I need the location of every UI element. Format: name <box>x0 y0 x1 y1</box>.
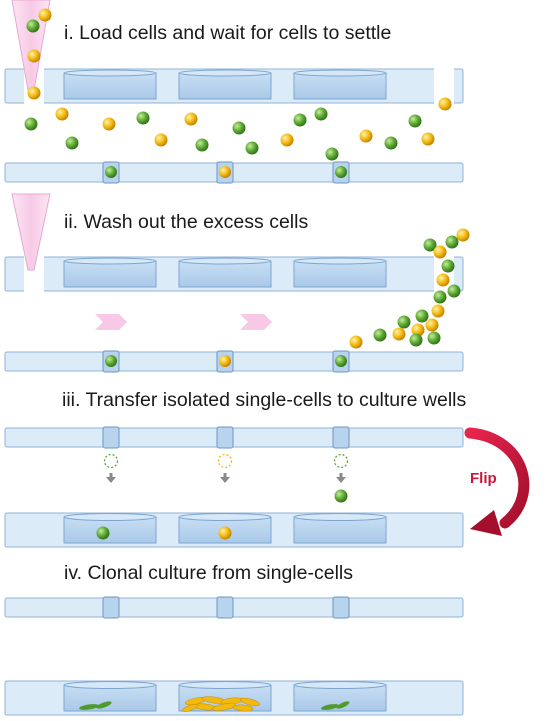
culture-well <box>63 513 157 544</box>
culture-well <box>293 513 387 544</box>
flip-arrow-icon <box>464 427 530 536</box>
yellow-cell <box>219 355 231 367</box>
trap <box>216 426 234 449</box>
green-cell <box>408 114 422 128</box>
green-cell <box>441 259 455 273</box>
flip-label: Flip <box>470 470 497 487</box>
outlet-gap <box>434 66 454 106</box>
yellow-cell <box>438 97 452 111</box>
green-cell <box>24 117 38 131</box>
green-cell <box>293 113 307 127</box>
green-cell <box>26 19 40 33</box>
empty-trap-outline <box>333 453 349 469</box>
green-cell <box>232 121 246 135</box>
trap <box>332 426 350 449</box>
yellow-cell <box>411 323 425 337</box>
step-2-title: ii. Wash out the excess cells <box>64 211 309 233</box>
green-cell <box>373 328 387 342</box>
yellow-cell <box>392 327 406 341</box>
yellow-cell <box>456 228 470 242</box>
yellow-cell <box>349 335 363 349</box>
trap <box>102 596 120 619</box>
yellow-cell <box>218 526 232 540</box>
down-arrow-icon <box>106 473 116 483</box>
step-3-title: iii. Transfer isolated single-cells to c… <box>62 389 467 411</box>
flow-arrow <box>95 314 127 330</box>
green-cell <box>335 355 347 367</box>
step-1-title: i. Load cells and wait for cells to sett… <box>64 22 392 44</box>
green-cell <box>447 284 461 298</box>
step-3-group <box>4 426 530 548</box>
yellow-cell <box>359 129 373 143</box>
green-cell <box>397 315 411 329</box>
green-cell <box>415 309 429 323</box>
culture-well <box>178 69 272 100</box>
trap-channel <box>4 597 464 618</box>
empty-trap-outline <box>103 453 119 469</box>
trap <box>216 596 234 619</box>
yellow-cell <box>184 112 198 126</box>
green-cell <box>325 147 339 161</box>
trap <box>102 426 120 449</box>
yellow-cell <box>433 245 447 259</box>
yellow-cell <box>27 49 41 63</box>
green-cell <box>105 166 117 178</box>
step-1-group <box>4 0 464 184</box>
green-cell <box>195 138 209 152</box>
trap-channel <box>4 351 464 372</box>
green-cell <box>445 235 459 249</box>
green-cell <box>245 141 259 155</box>
green-cell <box>409 333 423 347</box>
step-4-group <box>4 596 464 716</box>
green-cell <box>335 166 347 178</box>
trap <box>332 596 350 619</box>
culture-well <box>293 257 387 288</box>
green-cell <box>96 526 110 540</box>
empty-trap-outline <box>217 453 233 469</box>
step-4-title: iv. Clonal culture from single-cells <box>64 562 353 584</box>
green-cell <box>314 107 328 121</box>
green-colony <box>79 701 112 710</box>
yellow-cell <box>27 86 41 100</box>
down-arrow-icon <box>336 473 346 483</box>
flow-arrow <box>240 314 272 330</box>
green-colony <box>321 701 350 710</box>
yellow-cell <box>102 117 116 131</box>
green-cell <box>334 489 348 503</box>
trap-channel <box>4 427 464 448</box>
green-cell <box>423 238 437 252</box>
down-arrow-icon <box>220 473 230 483</box>
yellow-cell <box>55 107 69 121</box>
yellow-cell <box>280 133 294 147</box>
green-cell <box>136 111 150 125</box>
yellow-colony <box>182 696 260 712</box>
green-cell <box>65 136 79 150</box>
green-cell <box>384 136 398 150</box>
culture-well <box>178 257 272 288</box>
yellow-cell <box>436 273 450 287</box>
green-cell <box>427 331 441 345</box>
yellow-cell <box>154 133 168 147</box>
yellow-cell <box>421 132 435 146</box>
trap-channel <box>4 162 464 183</box>
green-cell <box>433 290 447 304</box>
yellow-cell <box>219 166 231 178</box>
culture-well <box>63 681 157 712</box>
culture-well <box>293 69 387 100</box>
yellow-cell <box>38 8 52 22</box>
culture-well <box>63 69 157 100</box>
yellow-cell <box>425 318 439 332</box>
green-cell <box>105 355 117 367</box>
yellow-cell <box>431 304 445 318</box>
step-2-group <box>4 193 470 373</box>
pipette <box>11 193 51 271</box>
culture-well <box>63 257 157 288</box>
